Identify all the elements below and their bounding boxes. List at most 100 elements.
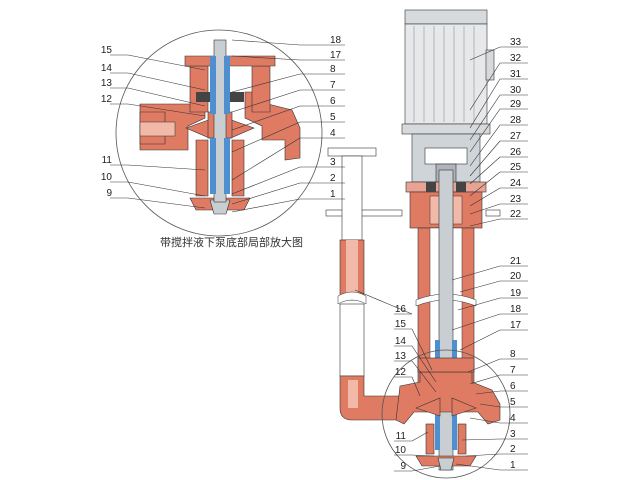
callout-number: 21 <box>510 256 522 267</box>
detail-lower-bracket <box>195 139 245 197</box>
bearing-right <box>456 182 466 192</box>
callout-10: 10 <box>101 172 206 197</box>
callout-number: 11 <box>396 431 407 442</box>
lower-bracket-l <box>425 423 435 455</box>
callout-2: 2 <box>465 444 528 457</box>
detail-bearing-r <box>230 92 244 102</box>
callout-leader <box>469 124 501 167</box>
callout-2: 2 <box>231 173 345 205</box>
callout-number: 2 <box>510 444 516 455</box>
callout-leader <box>127 72 206 91</box>
callout-19: 19 <box>457 288 528 311</box>
callout-11: 11 <box>394 431 429 442</box>
impeller <box>415 397 477 417</box>
callout-32: 32 <box>469 53 528 111</box>
callout-number: 14 <box>395 336 407 347</box>
callout-leader <box>469 374 501 385</box>
callout-number: 18 <box>510 304 522 315</box>
callout-10: 10 <box>394 445 435 457</box>
callout-leader <box>411 376 421 397</box>
callout-17: 17 <box>459 320 528 351</box>
callout-number: 15 <box>101 45 113 56</box>
discharge-top-flange <box>327 147 377 157</box>
callout-leader <box>469 78 501 129</box>
callout-23: 23 <box>469 194 528 215</box>
callout-number: 20 <box>510 271 522 282</box>
callout-6: 6 <box>475 381 528 395</box>
callout-12: 12 <box>394 367 421 397</box>
lower-bracket-r <box>457 423 467 455</box>
callout-leader <box>469 417 501 424</box>
callout-leader <box>465 453 501 457</box>
callout-leader <box>479 403 501 408</box>
callout-number: 2 <box>330 173 336 184</box>
callout-number: 33 <box>510 37 522 48</box>
callout-leader <box>469 140 501 177</box>
callout-number: 17 <box>330 50 342 61</box>
callout-33: 33 <box>469 37 528 61</box>
detail-sleeve-lower-r <box>224 138 230 194</box>
callout-number: 16 <box>395 304 407 315</box>
casing-flange <box>417 357 475 373</box>
discharge-break <box>337 291 367 305</box>
callout-leader <box>411 431 429 442</box>
callout-leader <box>231 121 301 153</box>
callout-9: 9 <box>394 461 441 472</box>
callout-leader <box>459 329 501 351</box>
callout-leader <box>231 198 301 213</box>
callout-number: 8 <box>510 349 516 360</box>
callout-leader <box>231 182 301 205</box>
callout-leader <box>451 265 501 281</box>
callout-number: 1 <box>330 189 336 200</box>
callout-leader <box>411 345 437 383</box>
motor-flange <box>401 123 491 135</box>
shaft-sleeve-lower <box>435 410 440 450</box>
callout-number: 4 <box>330 128 336 139</box>
callout-5: 5 <box>231 112 345 153</box>
bracket-window <box>424 147 468 165</box>
plate-ledge <box>325 209 403 217</box>
callout-number: 18 <box>330 35 342 46</box>
callout-leader <box>469 94 501 141</box>
callout-number: 27 <box>510 131 522 142</box>
callout-18: 18 <box>451 304 528 331</box>
discharge-elbow-bore <box>348 380 358 408</box>
callout-leader <box>231 166 301 195</box>
caption: 带搅拌液下泵底部局部放大图 <box>160 235 303 249</box>
callout-leader <box>457 297 501 311</box>
callout-5: 5 <box>479 397 528 408</box>
callout-leader <box>467 358 501 373</box>
callout-30: 30 <box>469 85 528 141</box>
callout-leader <box>231 89 301 113</box>
callout-number: 29 <box>510 99 522 110</box>
callout-number: 9 <box>106 188 112 199</box>
callout-number: 13 <box>101 78 113 89</box>
full-pump <box>325 9 511 479</box>
callout-number: 24 <box>510 178 522 189</box>
callout-number: 32 <box>510 53 522 64</box>
callout-leader <box>127 197 206 209</box>
callout-15: 15 <box>101 45 206 71</box>
callout-28: 28 <box>469 115 528 167</box>
callout-leader <box>231 105 301 131</box>
callout-leader <box>461 438 501 441</box>
callout-leader <box>469 171 501 197</box>
callout-4: 4 <box>469 413 528 424</box>
callout-17: 17 <box>231 50 345 61</box>
callout-leader <box>231 137 301 181</box>
callout-leader <box>469 218 501 227</box>
impeller-nut <box>437 457 455 471</box>
callout-leader <box>127 87 206 107</box>
callout-number: 1 <box>510 460 516 471</box>
callout-leader <box>469 62 501 111</box>
callout-leader <box>469 46 501 61</box>
callout-leader <box>469 108 501 153</box>
callout-31: 31 <box>469 69 528 129</box>
callout-leader <box>475 390 501 395</box>
right-callouts: 1234567891011121314151617181920212223242… <box>354 37 528 472</box>
callout-leader <box>411 465 441 472</box>
motor-junction-box <box>485 49 495 81</box>
callout-3: 3 <box>461 429 528 441</box>
